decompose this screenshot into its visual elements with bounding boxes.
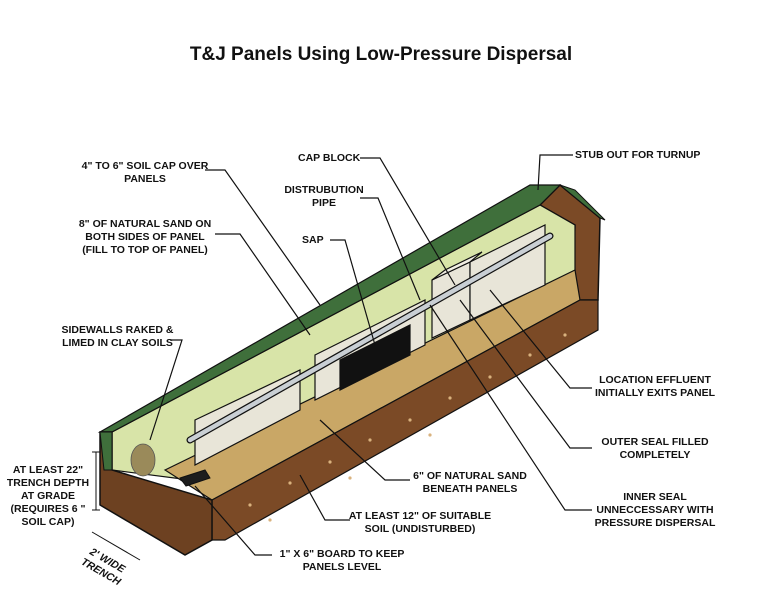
label-distribution-pipe: DISTRUBUTION PIPE: [284, 184, 364, 209]
label-board: 1" X 6" BOARD TO KEEP PANELS LEVEL: [279, 548, 405, 573]
sap-opening: [339, 324, 411, 391]
leader-sap: [330, 239, 376, 346]
leader-location-effluent: [489, 289, 592, 389]
label-cap-block: CAP BLOCK: [298, 152, 361, 164]
leader-sidewalls: [149, 339, 183, 441]
width-dimension-line: [91, 531, 141, 561]
leader-soil-cap: [205, 169, 321, 306]
leader-stub-out: [537, 154, 573, 191]
leader-suitable-soil: [299, 474, 350, 521]
leader-distribution-pipe: [360, 197, 421, 301]
leader-inner-seal: [429, 304, 592, 511]
leader-outer-seal: [459, 299, 592, 449]
label-sap: SAP: [302, 234, 324, 246]
cap-block-top: [431, 251, 483, 281]
label-natural-sand-sides: 8" OF NATURAL SAND ON BOTH SIDES OF PANE…: [78, 218, 212, 256]
diagram-title: T&J Panels Using Low-Pressure Dispersal: [189, 44, 573, 65]
soil-dots: [248, 333, 567, 522]
label-outer-seal: OUTER SEAL FILLED COMPLETELY: [601, 436, 709, 461]
distribution-pipe-fill: [187, 233, 553, 443]
label-natural-sand-beneath: 6" OF NATURAL SAND BENEATH PANELS: [413, 470, 527, 495]
leader-natural-sand-beneath: [319, 419, 410, 481]
leader-board: [194, 485, 272, 556]
label-sidewalls: SIDEWALLS RAKED & LIMED IN CLAY SOILS: [61, 324, 174, 349]
label-trench-depth: AT LEAST 22" TRENCH DEPTH AT GRADE (REQU…: [6, 464, 90, 528]
level-board: [179, 469, 211, 487]
label-suitable-soil: AT LEAST 12" OF SUITABLE SOIL (UNDISTURB…: [348, 510, 492, 535]
label-inner-seal: INNER SEAL UNNECCESSARY WITH PRESSURE DI…: [594, 491, 716, 529]
label-soil-cap: 4" TO 6" SOIL CAP OVER PANELS: [81, 160, 209, 185]
leader-cap-block: [360, 157, 456, 286]
label-location-effluent: LOCATION EFFLUENT INITIALLY EXITS PANEL: [595, 374, 715, 399]
leader-natural-sand-sides: [215, 233, 311, 336]
raked-sidewall-mark: [130, 443, 156, 477]
leader-lines: [149, 154, 592, 556]
grass-right-end: [559, 184, 606, 221]
trench-front-end-grass: [99, 431, 113, 471]
label-stub-out: STUB OUT FOR TURNUP: [575, 149, 701, 161]
